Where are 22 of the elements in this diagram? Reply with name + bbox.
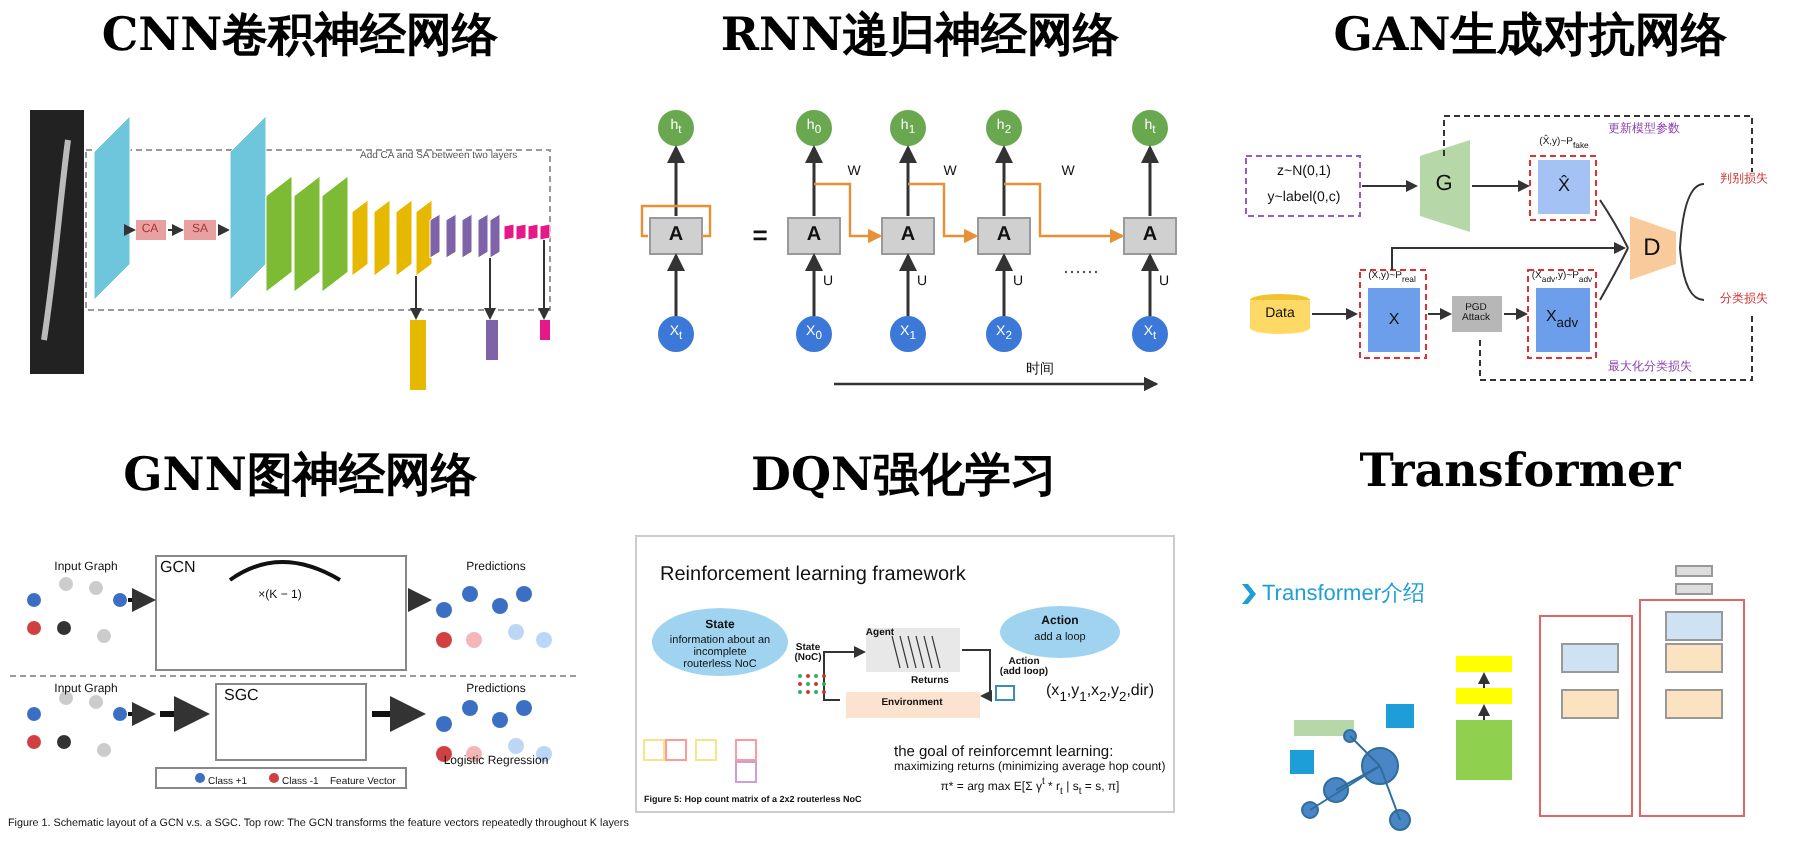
section-label: GCN	[160, 560, 196, 577]
node-label: X$_{adv}$	[1545, 309, 1579, 331]
node-label: G	[1435, 174, 1453, 198]
panel-title: GAN生成对抗网络	[1333, 4, 1727, 66]
slide-title: Transformer介绍	[1262, 584, 1425, 608]
panel-title: DQN强化学习	[751, 444, 1057, 506]
node-label: D	[1643, 235, 1661, 261]
panel-title: CNN卷积神经网络	[101, 4, 499, 66]
section-label: SGC	[224, 688, 259, 705]
node-label: A	[806, 225, 822, 247]
node-label: X	[1388, 311, 1400, 329]
node-label: A	[668, 225, 684, 247]
slide-title: Reinforcement learning framework	[660, 566, 966, 587]
node-label: A	[1142, 225, 1158, 247]
node-label: X̂	[1558, 176, 1570, 196]
panel-title: Transformer	[1359, 444, 1681, 498]
equals-sign: =	[752, 222, 768, 250]
node-label: A	[996, 225, 1012, 247]
panel-title: RNN递归神经网络	[720, 4, 1120, 66]
panel-title: GNN图神经网络	[123, 444, 477, 506]
formula: (x$_{1}$,y$_{1}$,x$_{2}$,y$_{2}$,dir)	[1046, 683, 1154, 705]
node-label: A	[900, 225, 916, 247]
